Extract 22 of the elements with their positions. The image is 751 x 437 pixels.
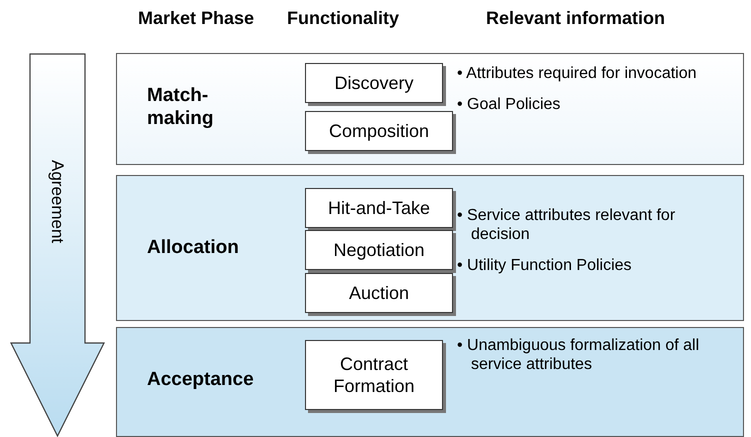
column-header: Relevant information [486, 8, 666, 29]
phase-name: Match-making [147, 84, 215, 130]
down-arrow [10, 53, 106, 437]
function-box: Auction [305, 273, 453, 313]
bullet-item: • Service attributes relevant for decision [457, 206, 676, 244]
bullet-item: • Attributes required for invocation [457, 64, 698, 83]
phase-band [116, 175, 744, 321]
bullet-item: • Utility Function Policies [457, 256, 633, 275]
bullet-item: • Unambiguous formalization of all service attributes [457, 336, 700, 374]
phase-name: Allocation [147, 236, 240, 259]
function-box: Negotiation [305, 230, 453, 270]
function-box: Composition [305, 111, 453, 151]
bullet-item: • Goal Policies [457, 95, 562, 114]
phase-band [116, 327, 744, 437]
function-box: Discovery [305, 63, 443, 103]
column-header: Functionality [287, 8, 399, 29]
column-header: Market Phase [138, 8, 254, 29]
function-box: Contract Formation [305, 340, 443, 410]
phase-name: Acceptance [147, 368, 255, 391]
phase-band [116, 53, 744, 165]
function-box: Hit-and-Take [305, 188, 453, 228]
arrow-label: Agreement [47, 160, 67, 244]
